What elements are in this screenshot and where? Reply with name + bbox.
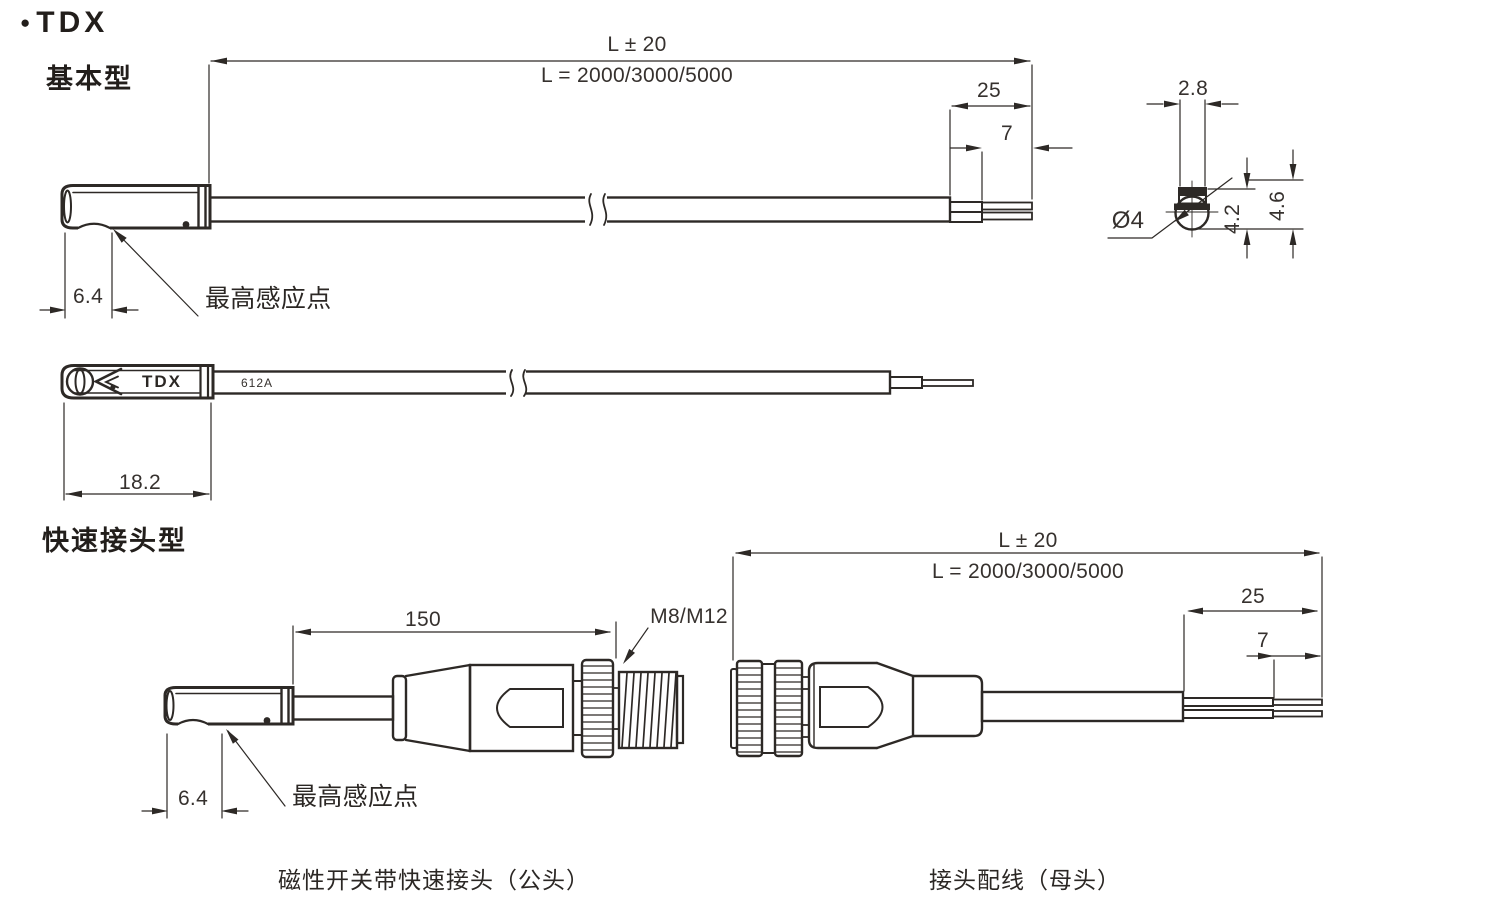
basic-side-view-dimensions bbox=[39, 57, 1073, 319]
section-heading-quick: 快速接头型 bbox=[42, 526, 187, 556]
sense-point-label-male: 最高感应点 bbox=[292, 783, 419, 811]
cross-section-view bbox=[1165, 180, 1219, 238]
dim-label-height-4-6: 4.6 bbox=[1266, 190, 1289, 222]
dim-label-body-length: 18.2 bbox=[118, 471, 162, 494]
sensor-brand-label: TDX bbox=[142, 372, 182, 391]
thread-size-label: M8/M12 bbox=[650, 605, 728, 628]
cross-section-dimensions bbox=[1107, 99, 1304, 259]
dim-label-length-tolerance: L ± 20 bbox=[607, 33, 667, 56]
section-heading-basic: 基本型 bbox=[46, 64, 133, 94]
female-connector-dimensions bbox=[732, 549, 1323, 699]
page-title-text: TDX bbox=[36, 6, 109, 39]
sense-point-label: 最高感应点 bbox=[205, 285, 332, 313]
dim-label-sense-offset: 6.4 bbox=[72, 285, 104, 308]
page-title: ● TDX bbox=[20, 6, 108, 40]
basic-top-view-dimensions bbox=[63, 402, 212, 501]
dim-label-length-tolerance-female: L ± 20 bbox=[998, 529, 1058, 552]
dim-label-width-2-8: 2.8 bbox=[1177, 77, 1209, 100]
caption-female-connector: 接头配线（母头） bbox=[929, 867, 1121, 893]
dim-label-strip-25-female: 25 bbox=[1241, 585, 1265, 608]
cable-marking-label: 612A bbox=[240, 376, 274, 390]
male-connector-view bbox=[163, 658, 685, 759]
dim-label-length-values: L = 2000/3000/5000 bbox=[540, 64, 734, 87]
dim-label-tip-7-female: 7 bbox=[1257, 629, 1269, 652]
basic-side-view bbox=[60, 184, 1033, 232]
dim-label-strip-25: 25 bbox=[977, 79, 1001, 102]
dim-label-sense-offset-male: 6.4 bbox=[177, 787, 209, 810]
dim-label-length-values-female: L = 2000/3000/5000 bbox=[931, 560, 1125, 583]
male-connector-dimensions bbox=[141, 621, 649, 819]
basic-top-view bbox=[60, 364, 974, 400]
dim-label-diameter: Ø4 bbox=[1111, 207, 1145, 234]
caption-male-connector: 磁性开关带快速接头（公头） bbox=[278, 867, 590, 893]
dim-label-cable-150: 150 bbox=[405, 608, 441, 631]
dim-label-tip-7: 7 bbox=[1001, 122, 1013, 145]
bullet-icon: ● bbox=[20, 13, 31, 32]
female-connector-view bbox=[730, 659, 1323, 758]
dim-label-height-4-2: 4.2 bbox=[1221, 203, 1244, 235]
